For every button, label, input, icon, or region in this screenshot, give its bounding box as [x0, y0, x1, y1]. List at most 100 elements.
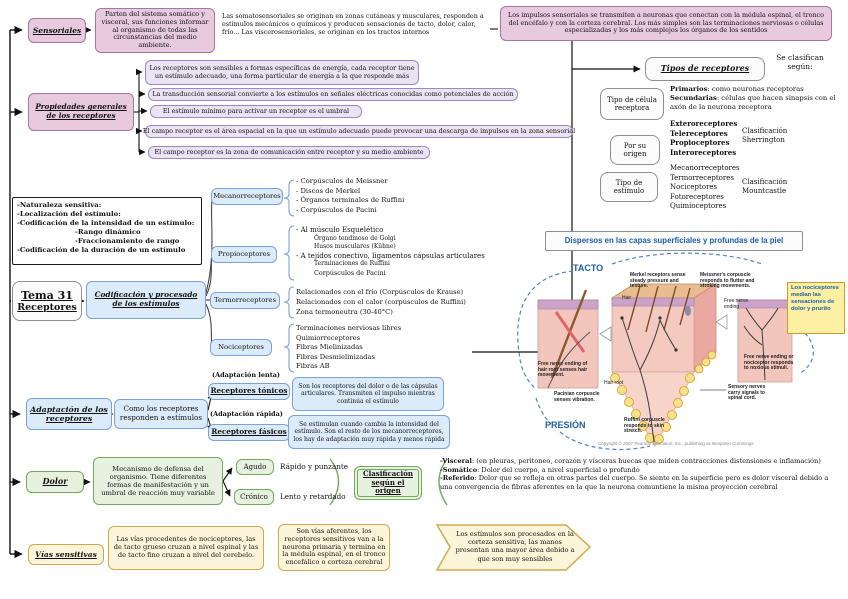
- naturaleza-line: -Rango dinámico: [75, 227, 141, 236]
- list-item: Relacionados con el frío (Corpúsculos de…: [296, 288, 464, 296]
- piel-header: Dispersos en las capas superficiales y p…: [545, 231, 803, 251]
- naturaleza-line: -Naturaleza sensitiva:: [17, 201, 102, 209]
- propiedad-item: El campo receptor es la zona de comunica…: [148, 146, 430, 159]
- node-tipo-estimulo: Tipo de estímulo: [600, 172, 658, 202]
- somatosensoriales-note: Las somatosensoriales se originan en zon…: [222, 12, 484, 36]
- vias-chevron-text: Los estímulos son procesados en la corte…: [455, 530, 575, 563]
- hair-label: Hair: [622, 295, 632, 301]
- nociceptores-note: Los nociceptores median las sensaciones …: [787, 282, 845, 334]
- pacinian-label: Pacinian corpuscle senses vibration.: [554, 391, 600, 403]
- sensory-nerves-label: Sensory nerves carry signals to spinal c…: [728, 384, 766, 402]
- list-item: Zona termoneutra (30-40°C): [296, 308, 393, 316]
- skin-illustration: [517, 252, 814, 451]
- list-item: Mecanorreceptores: [670, 164, 740, 172]
- propioceptores-list: - Al músculo Esquelético Órgano tendinos…: [296, 226, 485, 278]
- nociceptores-note-text: Los nociceptores median las sensaciones …: [791, 285, 839, 312]
- meissner-label: Meissner's corpuscle responds to flutter…: [700, 272, 755, 290]
- agudo-desc: Rápido y punzante: [280, 462, 349, 471]
- node-receptores-tonicos: Receptores tónicos: [208, 383, 290, 400]
- propiedad-item: Los receptores son sensibles a formas es…: [145, 60, 419, 85]
- merkel-label: Merkel receptors sense steady pressure a…: [630, 272, 686, 290]
- node-vias-sensitivas: Vías sensitivas: [28, 544, 104, 565]
- node-propioceptores: Propioceptores: [211, 246, 277, 263]
- presion-label: PRESIÓN: [545, 420, 586, 430]
- termorreceptores-list: Relacionados con el frío (Corpúsculos de…: [296, 287, 466, 317]
- list-item: Quimioceptores: [670, 202, 727, 210]
- node-mecanorreceptores: Mecanorreceptores: [211, 188, 283, 205]
- list-item: - A tejidos conectivo, ligamentos cápsul…: [296, 251, 485, 260]
- tonicos-desc: Son los receptores del dolor o de las cá…: [292, 377, 444, 411]
- node-receptores-fasicos: Receptores fásicos: [208, 424, 290, 441]
- propiedades-bracket: [134, 68, 148, 156]
- celula-secundarias: Secundarias: células que hacen sinapsis …: [670, 94, 836, 112]
- tipo-celula-desc: Primarios: como neuronas receptoras Secu…: [670, 85, 848, 113]
- list-item: Corpúsculos de Pacini: [314, 268, 386, 277]
- adaptacion-como: Como los receptores responden a estímulo…: [114, 399, 208, 429]
- referido-line: -Referido: Dolor que se refleja en otras…: [440, 474, 829, 491]
- ruffini-label: Ruffini corpuscle responds to skin stret…: [624, 417, 665, 435]
- list-item: Terminaciones nerviosas libres: [296, 324, 402, 332]
- tema-title: Tema 31: [21, 288, 73, 302]
- figure-copyright: Copyright © 2007 Pearson Education, Inc.…: [598, 441, 754, 446]
- piel-header-text: Dispersos en las capas superficiales y p…: [564, 236, 784, 246]
- tacto-label: TACTO: [573, 263, 604, 273]
- cronico-desc: Lento y retardado: [280, 492, 346, 501]
- fasicos-desc: Se estimulan cuando cambia la intensidad…: [288, 415, 450, 449]
- list-item: Fibras AB: [296, 362, 330, 370]
- dolor-origen-desc: -Visceral: (en pleuras, peritoneo, coraz…: [440, 457, 842, 491]
- node-adaptacion: Adaptación de los receptores: [26, 398, 112, 430]
- list-item: Quimiorreceptores: [296, 333, 361, 342]
- list-item: Fibras Desmielinizadas: [296, 352, 375, 361]
- list-item: Husos musculares (Kühne): [314, 243, 396, 251]
- naturaleza-line: -Localización del estímulo:: [17, 209, 121, 218]
- node-clasificacion-origen: Clasificación según el origen: [354, 466, 422, 500]
- list-item: Órgano tendinoso de Golgi: [314, 234, 396, 242]
- node-termorreceptores: Termorreceptores: [210, 292, 280, 309]
- vias-desc-2: Son vías aferentes, los receptores sensi…: [278, 524, 390, 571]
- node-codificacion: Codificación y procesado de los estímulo…: [86, 281, 206, 319]
- node-sensoriales: Sensoriales: [28, 18, 86, 43]
- propiedad-item: La transducción sensorial convierte a lo…: [148, 88, 518, 101]
- list-item: Interoreceptores: [670, 147, 737, 157]
- node-cronico: Crónico: [234, 489, 274, 505]
- list-item: - Al músculo Esquelético: [296, 226, 384, 234]
- list-item: - Corpúsculos de Pacini: [296, 205, 377, 214]
- propiedad-item: El campo receptor es el área espacial en…: [143, 125, 575, 138]
- hair-root-label: Hair root: [604, 380, 624, 386]
- sensoriales-definition: Parten del sistema somático y visceral, …: [95, 8, 215, 53]
- mecanorreceptores-list: - Corpúsculos de Meissner - Discos de Me…: [296, 177, 404, 215]
- node-propiedades: Propiedades generales de los receptores: [28, 93, 134, 131]
- free-hair-root-label: Free nerve ending of hair root senses ha…: [538, 361, 588, 379]
- naturaleza-line: -Codificación de la intensidad de un est…: [17, 218, 195, 227]
- somatico-line: -Somático: Dolor del cuerpo, a nivel sup…: [440, 465, 640, 474]
- list-item: Relacionados con el calor (corpúsculos d…: [296, 298, 466, 306]
- list-item: Terminaciones de Ruffini: [314, 260, 390, 268]
- list-item: - Discos de Merkel: [296, 186, 361, 195]
- main-spine: [9, 25, 23, 559]
- cod-fan: [205, 198, 213, 347]
- adaptacion-rapida-note: (Adaptación rápida): [210, 410, 283, 418]
- visceral-line: -Visceral: (en pleuras, peritoneo, coraz…: [440, 457, 821, 465]
- clasif-sherrington: Clasificación Sherrington: [742, 127, 788, 144]
- list-item: Propioceptores: [670, 138, 730, 147]
- adaptacion-lenta-note: (Adaptación lenta): [212, 371, 281, 379]
- node-tipo-celula: Tipo de célula receptora: [600, 88, 664, 120]
- dolor-definicion: Mecanismo de defensa del organismo. Tien…: [93, 457, 223, 505]
- node-nociceptores: Nociceptores: [210, 339, 272, 356]
- tema-subtitle: Receptores: [17, 301, 77, 313]
- impulsos-note: Los impulsos sensoriales se transmiten a…: [500, 6, 832, 41]
- node-tipos-receptores: Tipos de receptores: [645, 57, 765, 81]
- list-item: - Corpúsculos de Meissner: [296, 177, 388, 185]
- receptor-braces: [283, 179, 295, 373]
- estimulo-list: Mecanorreceptores Termorreceptores Nocic…: [670, 164, 740, 212]
- free-nerve-ending-label: Free nerve ending: [724, 298, 749, 310]
- clasif-mountcastle: Clasificación Mountcastle: [742, 178, 788, 195]
- list-item: - Órganos terminales de Ruffini: [296, 196, 405, 204]
- list-item: Fibras Mielinizadas: [296, 343, 363, 351]
- list-item: Exteroreceptores: [670, 119, 738, 128]
- node-agudo: Agudo: [236, 459, 274, 475]
- clasifican-note: Se clasifican según:: [776, 53, 824, 72]
- nociceptores-list: Terminaciones nerviosas libres Quimiorre…: [296, 324, 401, 372]
